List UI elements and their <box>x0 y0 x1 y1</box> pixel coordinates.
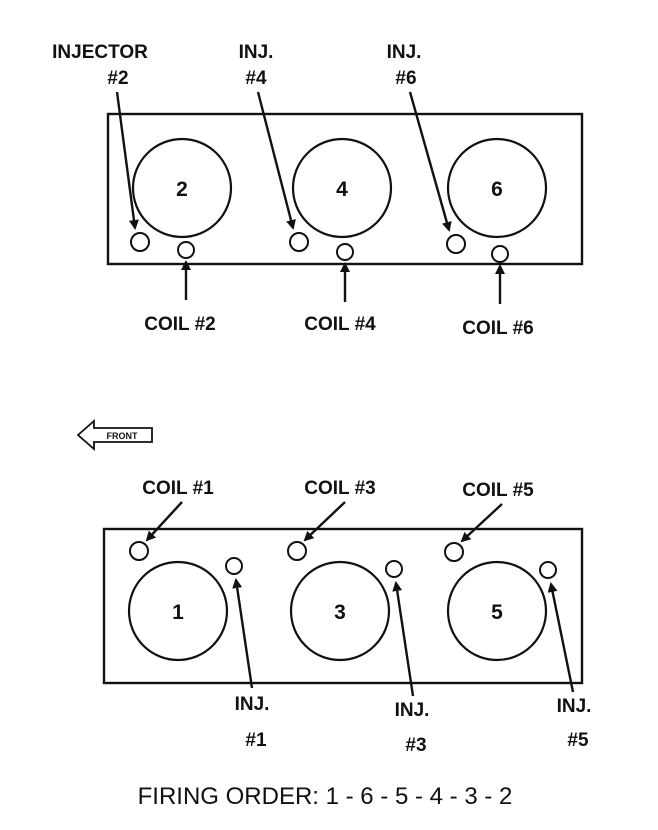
coil-3-arrow <box>303 501 346 542</box>
injector-3-label: INJ. <box>395 700 430 721</box>
coil-3-label: COIL #3 <box>304 478 375 499</box>
coil-5-port <box>444 542 464 562</box>
bottom-bank: 1 3 5 COIL #1 COIL #3 COIL #5 INJ. #1 IN… <box>102 478 592 756</box>
injector-3-arrow <box>392 581 415 697</box>
cylinder-4-bore <box>291 137 393 239</box>
injector-2-port <box>130 232 150 252</box>
injector-1-port <box>225 557 243 575</box>
coil-4-label: COIL #4 <box>304 314 376 335</box>
cylinder-2-bore <box>131 137 233 239</box>
injector-6-port <box>446 234 466 254</box>
coil-2-label: COIL #2 <box>144 314 215 335</box>
injector-5-label: INJ. <box>557 696 592 717</box>
coil-1-port <box>129 541 149 561</box>
cylinder-2-number: 2 <box>176 178 188 201</box>
front-marker: FRONT <box>76 419 153 451</box>
cylinder-1-bore <box>127 560 229 662</box>
injector-4-label: INJ. <box>239 42 274 63</box>
injector-2-arrow <box>115 91 139 230</box>
coil-2-port <box>177 241 195 259</box>
injector-4-number: #4 <box>245 68 267 89</box>
front-label: FRONT <box>107 431 138 441</box>
injector-6-label: INJ. <box>387 42 422 63</box>
injector-5-number: #5 <box>567 730 589 751</box>
front-arrow-icon <box>76 419 153 451</box>
top-bank: 2 4 6 INJECTOR #2 INJ. #4 INJ. #6 COIL #… <box>52 42 584 339</box>
coil-5-label: COIL #5 <box>462 480 534 501</box>
injector-5-arrow <box>547 582 575 693</box>
injector-2-label: INJECTOR <box>52 42 148 63</box>
coil-4-port <box>336 243 354 261</box>
injector-2-number: #2 <box>107 68 128 89</box>
injector-6-number: #6 <box>395 68 416 89</box>
cylinder-5-bore <box>446 560 548 662</box>
injector-1-number: #1 <box>245 730 267 751</box>
cylinder-3-bore <box>289 560 391 662</box>
injector-4-arrow <box>256 91 296 230</box>
coil-1-label: COIL #1 <box>142 478 214 499</box>
coil-1-arrow <box>145 501 183 542</box>
injector-3-number: #3 <box>405 735 426 756</box>
injector-1-arrow <box>232 578 254 689</box>
firing-order-text: FIRING ORDER: 1 - 6 - 5 - 4 - 3 - 2 <box>138 783 513 810</box>
coil-6-port <box>491 245 509 263</box>
coil-3-port <box>287 541 307 561</box>
injector-6-arrow <box>408 91 452 232</box>
injector-5-port <box>539 561 557 579</box>
coil-5-arrow <box>460 503 503 543</box>
cylinder-1-number: 1 <box>172 601 184 624</box>
coil-6-label: COIL #6 <box>462 318 533 339</box>
cylinder-6-number: 6 <box>491 178 503 201</box>
injector-1-label: INJ. <box>235 694 270 715</box>
injector-3-port <box>385 560 403 578</box>
injector-4-port <box>289 232 309 252</box>
cylinder-3-number: 3 <box>334 601 346 624</box>
cylinder-6-bore <box>446 137 548 239</box>
cylinder-5-number: 5 <box>491 601 503 624</box>
cylinder-4-number: 4 <box>336 178 348 201</box>
